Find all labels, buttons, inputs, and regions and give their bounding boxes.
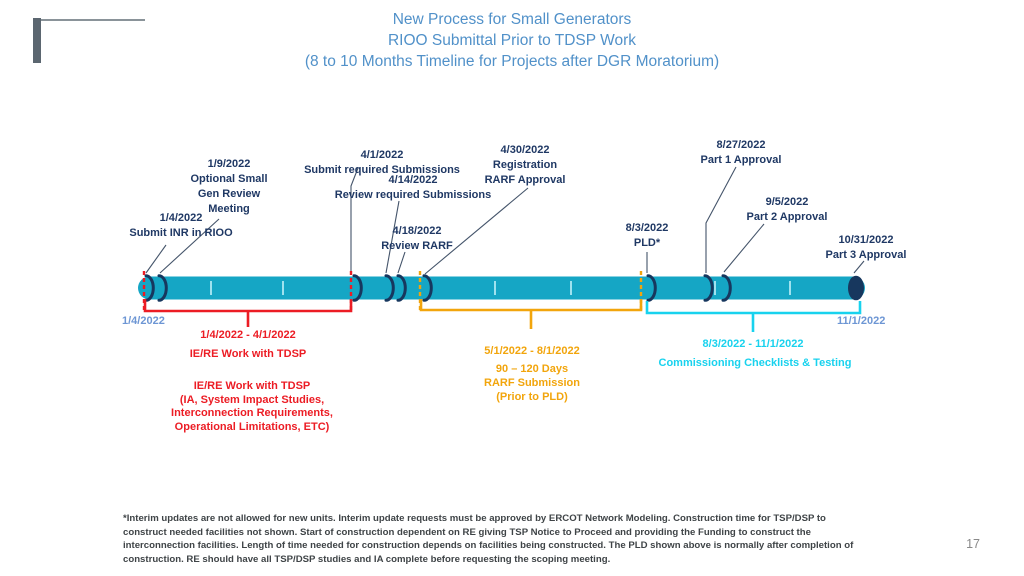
milestone-leader-line: [145, 244, 167, 274]
timeline-bar: [138, 276, 865, 300]
milestone-leader-line: [350, 167, 359, 273]
milestone-marker-arc: [396, 274, 407, 302]
slide-accent-bar: [33, 18, 41, 63]
milestone-leader-line: [723, 223, 765, 273]
phase-bracket: [143, 299, 353, 313]
milestone-marker-arc: [352, 274, 363, 302]
slide-title: New Process for Small Generators RIOO Su…: [0, 9, 1024, 72]
milestone-marker-arc: [144, 274, 155, 302]
title-line-1: New Process for Small Generators: [392, 11, 632, 28]
footnote-text: *Interim updates are not allowed for new…: [123, 513, 854, 565]
milestone-marker-arc: [422, 274, 433, 302]
milestone-marker-arc: [384, 274, 395, 302]
milestone-leader-line: [159, 218, 220, 274]
phase-bracket: [645, 301, 862, 315]
page-number: 17: [966, 537, 980, 551]
title-line-3: (8 to 10 Months Timeline for Projects af…: [304, 53, 720, 70]
milestone-leader-line: [385, 200, 400, 274]
title-line-2: RIOO Submittal Prior to TDSP Work: [387, 32, 637, 49]
slide-accent-line: [41, 19, 145, 21]
phase-bracket: [419, 299, 643, 312]
milestone-leader-line: [705, 166, 737, 273]
timeline-end-cap: [848, 275, 864, 301]
milestone-marker-arc: [721, 274, 732, 302]
milestone-leader-line: [397, 251, 406, 274]
milestone-leader-line: [853, 260, 865, 274]
milestone-marker-arc: [646, 274, 657, 302]
milestone-marker-arc: [157, 274, 168, 302]
milestone-leader-line: [424, 187, 529, 275]
milestone-marker-arc: [703, 274, 714, 302]
